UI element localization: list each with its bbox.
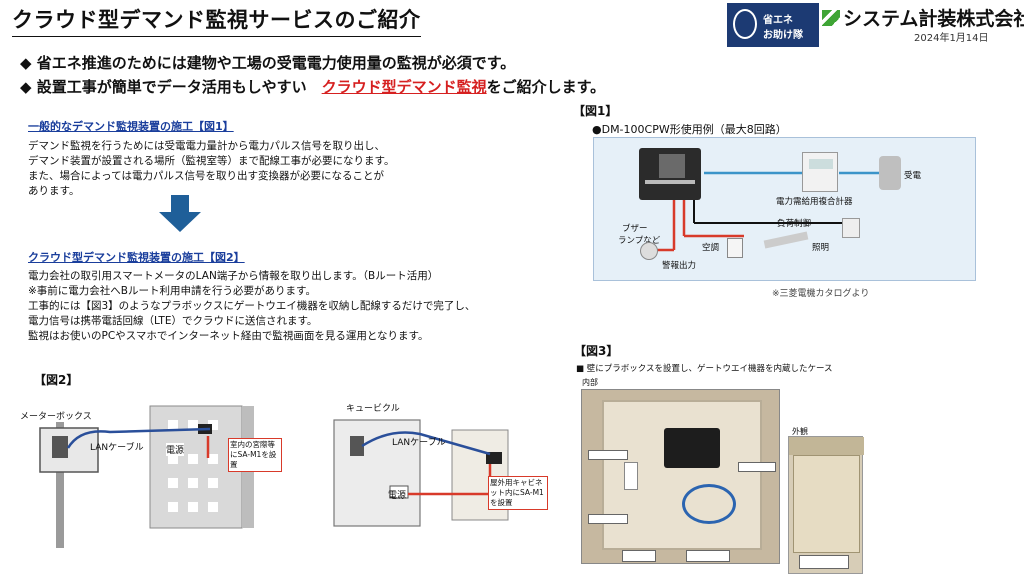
fig1-wiring [649, 171, 884, 252]
fig1-diagram: 受電 電力需給用複合計器 負荷制御 ブザー ランプなど 空調 照明 警報出力 [593, 137, 976, 281]
fig1-credit: ※三菱電機カタログより [772, 289, 870, 299]
bullet-line-1: ◆ 省エネ推進のためには建物や工場の受電電力使用量の監視が必須です。 [20, 54, 516, 72]
fig1-label-keiho: 警報出力 [662, 261, 697, 271]
fig3-inner-label: 内部 [582, 378, 598, 387]
fig2-cubicle-label: キュービクル [346, 404, 400, 414]
page-title: クラウド型デマンド監視サービスのご紹介 [12, 4, 421, 37]
aircon-device [727, 238, 743, 258]
bullet-line-2-suffix: をご紹介します。 [486, 78, 606, 96]
fig1-label: 【図1】 [573, 104, 618, 118]
fig3-exterior-photo [788, 436, 864, 574]
fig2-diagram: メーターボックス LANケーブル 電源 室内の宮際等にSA-M1を設置 キュービ… [20, 398, 550, 548]
logo-shoene-otasuketai: 省エネ お助け隊 [727, 3, 819, 47]
company-name: システム計装株式会社 [822, 4, 1024, 31]
section2-line: 工事的には【図3】のようなプラボックスにゲートウエイ機器を収納し配線するだけで完… [28, 300, 476, 312]
section2-line: 電力信号は携帯電話回線（LTE）でクラウドに送信されます。 [28, 315, 318, 327]
section2-line: 監視はお使いのPCやスマホでインターネット経由で監視画面を見る運用となります。 [28, 330, 429, 342]
logo-mark-icon [733, 9, 757, 39]
fig3-label: 【図3】 [574, 344, 619, 358]
insulator-device [879, 156, 901, 190]
down-arrow-icon [159, 195, 201, 232]
section1-line: あります。 [28, 185, 80, 197]
demand-controller-device [639, 148, 701, 200]
outlet [624, 462, 638, 490]
company-name-text: システム計装株式会社 [843, 8, 1024, 30]
fig2-lan-label-2: LANケーブル [392, 438, 446, 448]
buzzer-lamp-device [640, 242, 658, 260]
section2-body: 電力会社の取引用スマートメータのLAN端子から情報を取り出します。（Bルート活用… [28, 269, 475, 344]
section2-line: 電力会社の取引用スマートメータのLAN端子から情報を取り出します。（Bルート活用… [28, 270, 439, 282]
fig3-outer-label: 外観 [792, 427, 808, 436]
cable-bundle [682, 484, 736, 524]
company-logo-icon [822, 10, 840, 26]
fig1-caption: ●DM-100CPW形使用例（最大8回路） [592, 123, 787, 136]
fig1-label-load: 負荷制御 [777, 219, 812, 229]
relay-device [842, 218, 860, 238]
fig2-label: 【図2】 [34, 373, 79, 387]
fig1-label-shomei: 照明 [812, 243, 830, 253]
fig2-meter-box-label: メーターボックス [20, 412, 92, 422]
fig2-lan-label-1: LANケーブル [90, 443, 144, 453]
section2-heading: クラウド型デマンド監視装置の施工【図2】 [28, 251, 245, 264]
section1-line: また、場合によっては電力パルス信号を取り出す変換器が必要になることが [28, 170, 384, 182]
fig1-label-meter: 電力需給用複合計器 [776, 197, 853, 207]
section1-heading: 一般的なデマンド監視装置の施工【図1】 [28, 120, 234, 133]
logo-text-line2: お助け隊 [763, 30, 803, 41]
gateway-device [664, 428, 720, 468]
fig1-label-buzzer1: ブザー [622, 224, 648, 234]
fig1-label-buzzer2: ランプなど [618, 236, 661, 246]
fig2-wiring [39, 405, 509, 548]
bullet-line-2-prefix: ◆ 設置工事が簡単でデータ活用もしやすい [20, 78, 322, 96]
bullet-highlight: クラウド型デマンド監視 [321, 78, 487, 96]
section2-line: ※事前に電力会社へBルート利用申請を行う必要があります。 [28, 285, 316, 297]
section1-line: デマンド監視を行うためには受電電力量計から電力パルス信号を取り出し、 [28, 140, 385, 152]
fig3-interior-photo [581, 389, 780, 564]
section1-body: デマンド監視を行うためには受電電力量計から電力パルス信号を取り出し、 デマンド装… [28, 139, 394, 199]
power-meter-device [802, 152, 838, 192]
fig2-note-2: 屋外用キャビネット内にSA-M1を設置 [488, 476, 548, 510]
document-date: 2024年1月14日 [914, 33, 989, 44]
logo-text-line1: 省エネ [763, 15, 793, 26]
fig3-caption: ■ 壁にプラボックスを設置し、ゲートウエイ機器を内蔵したケース [576, 364, 833, 374]
fig2-power-label-1: 電源 [166, 443, 185, 456]
fig1-label-juden: 受電 [904, 171, 922, 181]
bullet-line-2: ◆ 設置工事が簡単でデータ活用もしやすい クラウド型デマンド監視をご紹介します。 [20, 76, 605, 97]
section1-line: デマンド装置が設置される場所（監視室等）まで配線工事が必要になります。 [28, 155, 395, 167]
fig2-power-label-2: 電源 [388, 491, 407, 501]
fig1-label-kucho: 空調 [702, 243, 720, 253]
fig2-note-1: 室内の宮際等にSA-M1を設置 [228, 438, 282, 472]
